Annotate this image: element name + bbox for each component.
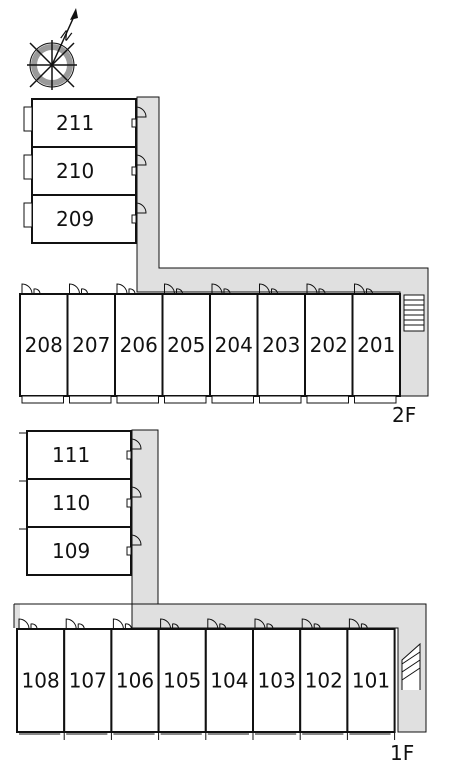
unit-label: 106: [116, 669, 154, 693]
unit-label: 209: [56, 207, 94, 231]
unit-label: 104: [210, 669, 248, 693]
unit-label: 205: [167, 333, 205, 357]
unit-205: 205: [161, 283, 211, 404]
stair-1f-icon: [401, 642, 421, 690]
unit-label: 105: [163, 669, 201, 693]
compass-icon: N: [27, 8, 78, 90]
unit-204: 204: [209, 283, 259, 404]
unit-111: 111: [19, 430, 142, 480]
unit-208: 208: [19, 283, 69, 404]
unit-label: 111: [52, 443, 90, 467]
unit-label: 207: [72, 333, 110, 357]
unit-label: 101: [352, 669, 390, 693]
unit-108: 108: [16, 618, 66, 740]
unit-label: 109: [52, 539, 90, 563]
unit-105: 105: [157, 618, 207, 740]
unit-label: 210: [56, 159, 94, 183]
unit-211: 211: [23, 98, 147, 148]
unit-209: 209: [23, 194, 147, 244]
unit-106: 106: [110, 618, 160, 740]
unit-101: 101: [346, 618, 396, 740]
unit-label: 102: [305, 669, 343, 693]
unit-206: 206: [114, 283, 164, 404]
compass-north-label: N: [58, 28, 73, 46]
floor-2f: 211 210 209 208 207 206 205 204 203 202 201 2F: [19, 96, 429, 427]
unit-207: 207: [66, 283, 116, 404]
unit-label: 202: [310, 333, 348, 357]
unit-label: 203: [262, 333, 300, 357]
stair-2f-icon: [403, 294, 425, 332]
unit-label: 110: [52, 491, 90, 515]
unit-label: 103: [258, 669, 296, 693]
unit-203: 203: [256, 283, 306, 404]
unit-label: 108: [22, 669, 60, 693]
row-units-1f: 108 107 106 105 104 103 102 101: [16, 618, 396, 740]
wing-units-2f: 211 210 209: [23, 98, 147, 244]
unit-107: 107: [63, 618, 113, 740]
unit-202: 202: [304, 283, 354, 404]
floor-label-1f: 1F: [390, 741, 414, 765]
wing-units-1f: 111 110 109: [19, 430, 142, 576]
unit-label: 201: [357, 333, 395, 357]
unit-104: 104: [204, 618, 255, 740]
unit-103: 103: [252, 618, 302, 740]
unit-102: 102: [299, 618, 349, 740]
unit-label: 107: [69, 669, 107, 693]
unit-110: 110: [19, 478, 142, 528]
unit-label: 206: [120, 333, 158, 357]
row-units-2f: 208 207 206 205 204 203 202 201: [19, 283, 401, 404]
unit-201: 201: [351, 283, 401, 404]
unit-label: 204: [215, 333, 253, 357]
unit-210: 210: [23, 146, 147, 196]
unit-label: 208: [25, 333, 63, 357]
floor-1f: 111 110 109 108 107 106 105 104 103 102 101 1F: [13, 429, 427, 765]
floor-label-2f: 2F: [392, 403, 416, 427]
unit-109: 109: [19, 526, 142, 576]
corridor-2f: [136, 96, 429, 397]
unit-label: 211: [56, 111, 94, 135]
